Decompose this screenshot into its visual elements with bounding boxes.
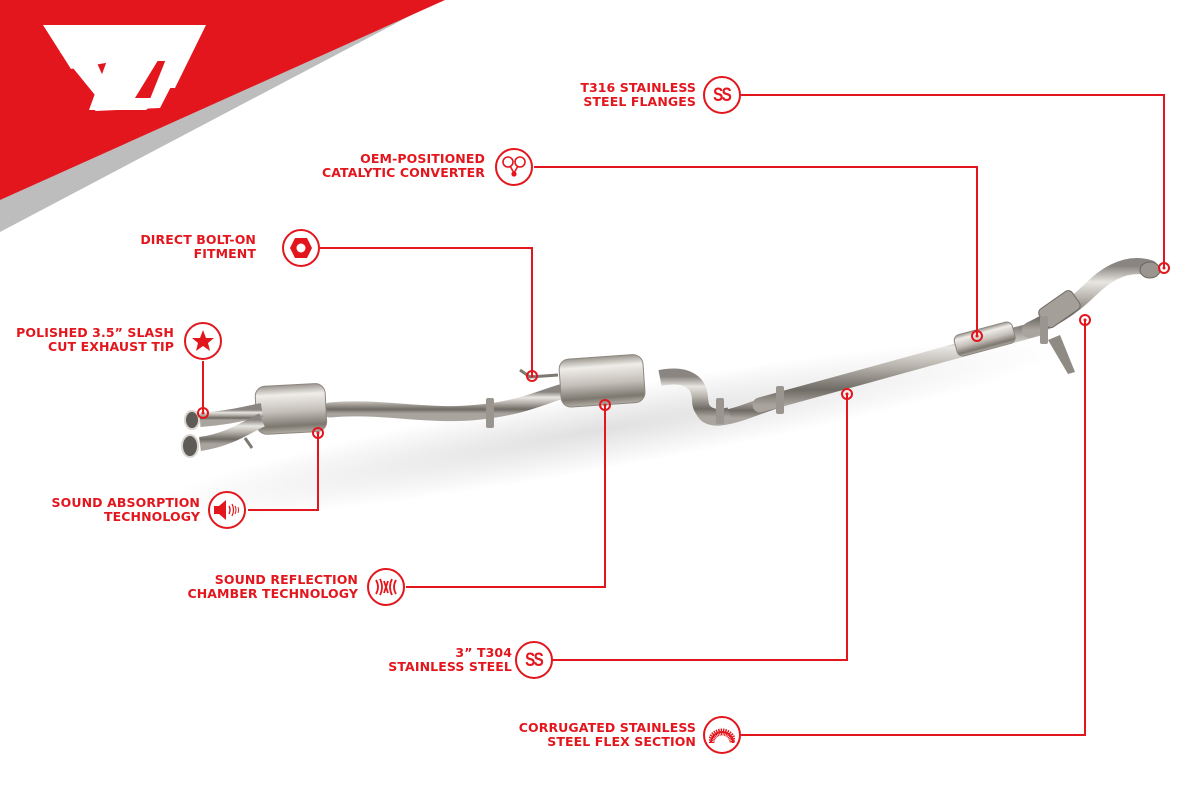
callout-line-2: STEEL FLEX SECTION [547,734,696,749]
callout-line-2: STEEL FLANGES [583,94,696,109]
sound-waves-icon [367,568,405,606]
target-dot-catalytic [971,330,983,342]
callout-bolt-on-label: DIRECT BOLT-ON FITMENT [140,233,256,261]
callout-line-1: OEM-POSITIONED [360,151,485,166]
callout-catalytic-label: OEM-POSITIONED CATALYTIC CONVERTER [322,152,485,180]
callout-absorption-label: SOUND ABSORPTION TECHNOLOGY [52,496,200,524]
leader-line-flanges [741,94,1165,267]
leader-line-absorption [248,433,319,511]
callout-line-1: 3” T304 [455,645,512,660]
leader-line-flex [741,320,1086,736]
callout-line-2: CHAMBER TECHNOLOGY [187,586,358,601]
leader-line-t304 [552,394,848,661]
target-dot-tip [197,407,209,419]
target-dot-absorption [312,427,324,439]
target-dot-flex [1079,314,1091,326]
callout-line-1: POLISHED 3.5” SLASH [16,325,174,340]
ss-icon: SS [515,641,553,679]
target-dot-reflection [599,399,611,411]
target-dot-bolt-on [526,370,538,382]
leader-line-bolt-on [320,247,533,376]
target-dot-flanges [1158,262,1170,274]
callout-line-1: T316 STAINLESS [580,80,696,95]
corrugated-flex-icon [703,716,741,754]
callout-reflection-label: SOUND REFLECTION CHAMBER TECHNOLOGY [187,573,358,601]
callout-flex-label: CORRUGATED STAINLESS STEEL FLEX SECTION [519,721,696,749]
leader-line-reflection [406,405,606,588]
callout-line-2: STAINLESS STEEL [388,659,512,674]
ss-icon: SS [703,76,741,114]
target-dot-t304 [841,388,853,400]
callout-line-1: SOUND ABSORPTION [51,495,200,510]
star-icon [184,322,222,360]
callout-line-1: CORRUGATED STAINLESS [518,720,696,735]
callout-line-2: CATALYTIC CONVERTER [321,165,485,180]
unitronic-logo-icon [43,25,206,111]
callout-tip-label: POLISHED 3.5” SLASH CUT EXHAUST TIP [16,326,174,354]
hex-nut-icon [282,229,320,267]
callout-line-2: CUT EXHAUST TIP [48,339,174,354]
callout-line-2: FITMENT [193,246,256,261]
callout-t304-label: 3” T304 STAINLESS STEEL [388,646,512,674]
callout-line-2: TECHNOLOGY [104,509,200,524]
leader-line-catalytic [534,166,978,336]
callout-flanges-label: T316 STAINLESS STEEL FLANGES [580,81,696,109]
catalytic-converter-icon [495,148,533,186]
callout-line-1: DIRECT BOLT-ON [140,232,256,247]
speaker-icon [208,491,246,529]
callout-line-1: SOUND REFLECTION [214,572,358,587]
